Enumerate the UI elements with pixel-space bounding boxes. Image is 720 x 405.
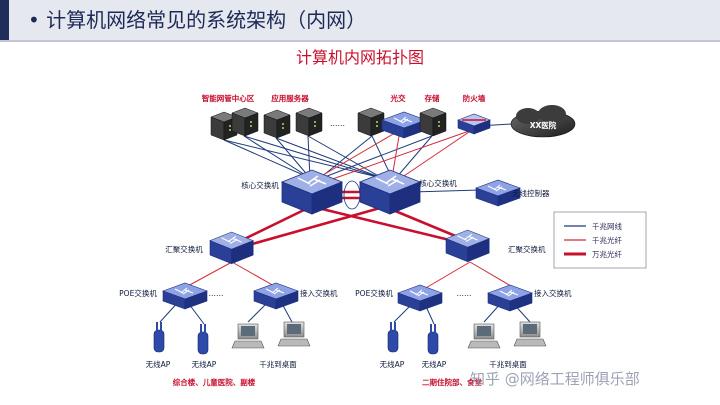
poe-switch-right xyxy=(397,284,443,312)
slide-header: • 计算机网络常见的系统架构（内网） xyxy=(0,0,720,40)
legend-label-fiber-10g: 万兆光纤 xyxy=(592,249,622,259)
link-app1-core2 xyxy=(275,137,383,179)
diagram-title: 计算机内网拓扑图 xyxy=(295,48,424,67)
storage-server-b xyxy=(419,107,447,137)
fiber-1g-links xyxy=(185,129,517,290)
label-access-right: 接入交换机 xyxy=(534,288,572,298)
label-desktop-left: 千兆到桌面 xyxy=(259,359,297,369)
ap-right-1 xyxy=(387,321,399,353)
access-cables xyxy=(159,299,531,325)
label-ap-left-1: 无线AP xyxy=(146,359,171,369)
label-ap-left-2: 无线AP xyxy=(192,359,217,369)
label-optical: 光交 xyxy=(390,93,406,103)
label-ap-right-2: 无线AP xyxy=(422,359,447,369)
access-ellipsis-left: …… xyxy=(209,289,224,298)
header-accent-bar xyxy=(0,0,9,40)
access-switch-right xyxy=(487,284,533,312)
label-wireless-controller: 无线控制器 xyxy=(512,188,550,198)
stack-link-ring xyxy=(343,180,361,210)
link-mgmt1-core1 xyxy=(223,139,311,179)
link-mgmt2-core2 xyxy=(243,135,383,179)
core-switch-left xyxy=(281,169,343,215)
label-desktop-right: 千兆到桌面 xyxy=(489,359,527,369)
link-app1-core1 xyxy=(275,137,311,179)
legend: 千兆网线 千兆光纤 万兆光纤 xyxy=(553,211,647,269)
access-switch-left xyxy=(253,282,299,310)
app-servers xyxy=(263,107,323,139)
cloud-label: XX医院 xyxy=(530,120,557,130)
watermark: 知乎 @网络工程师俱乐部 xyxy=(470,370,640,388)
link-mgmt2-core1 xyxy=(243,135,311,179)
label-ap-right-1: 无线AP xyxy=(380,359,405,369)
ap-left-1 xyxy=(153,321,165,353)
pc-right-1 xyxy=(467,323,501,349)
optical-switch xyxy=(381,111,427,139)
mgmt-servers xyxy=(210,107,259,141)
label-firewall: 防火墙 xyxy=(463,93,486,103)
link-mgmt1-core2 xyxy=(223,139,383,179)
label-core-right: 核心交换机 xyxy=(419,178,457,188)
core-switch-right xyxy=(359,169,421,215)
label-storage: 存储 xyxy=(424,93,440,103)
link-core2-wlc xyxy=(411,189,481,193)
ap-right-2 xyxy=(427,323,439,355)
top-ellipsis: …… xyxy=(330,119,345,128)
storage-server-a xyxy=(357,107,385,137)
label-building-right: 二期住院部、食堂 xyxy=(422,377,482,387)
label-agg-left: 汇聚交换机 xyxy=(165,244,203,254)
label-mgmt-zone: 智能网管中心区 xyxy=(202,93,255,103)
ap-left-2 xyxy=(197,323,209,355)
header-divider xyxy=(0,40,720,42)
label-building-left: 综合楼、儿童医院、副楼 xyxy=(173,377,256,387)
uplink-cables xyxy=(223,123,513,193)
firewall xyxy=(457,113,491,135)
link-stor2-core1 xyxy=(321,135,433,179)
fiber-10g-links xyxy=(233,190,471,250)
link-stor1-core1 xyxy=(319,135,373,179)
pc-left-2 xyxy=(277,321,311,347)
link-app2-core2 xyxy=(307,135,383,179)
link-stor2-core2 xyxy=(395,135,433,179)
pc-right-2 xyxy=(513,321,547,347)
poe-switch-left xyxy=(162,282,208,310)
label-access-left: 接入交换机 xyxy=(300,288,338,298)
label-core-left: 核心交换机 xyxy=(241,180,279,190)
label-agg-right: 汇聚交换机 xyxy=(508,244,546,254)
access-ellipsis-right: …… xyxy=(457,289,472,298)
label-poe-right: POE交换机 xyxy=(355,288,393,298)
pc-left-1 xyxy=(231,323,265,349)
legend-label-fiber-1g: 千兆光纤 xyxy=(592,235,622,245)
hospital-cloud: XX医院 xyxy=(510,105,576,138)
legend-label-cat6: 千兆网线 xyxy=(592,221,622,231)
label-app-servers: 应用服务器 xyxy=(271,93,309,103)
slide-title: • 计算机网络常见的系统架构（内网） xyxy=(28,8,367,32)
label-poe-left: POE交换机 xyxy=(119,288,157,298)
